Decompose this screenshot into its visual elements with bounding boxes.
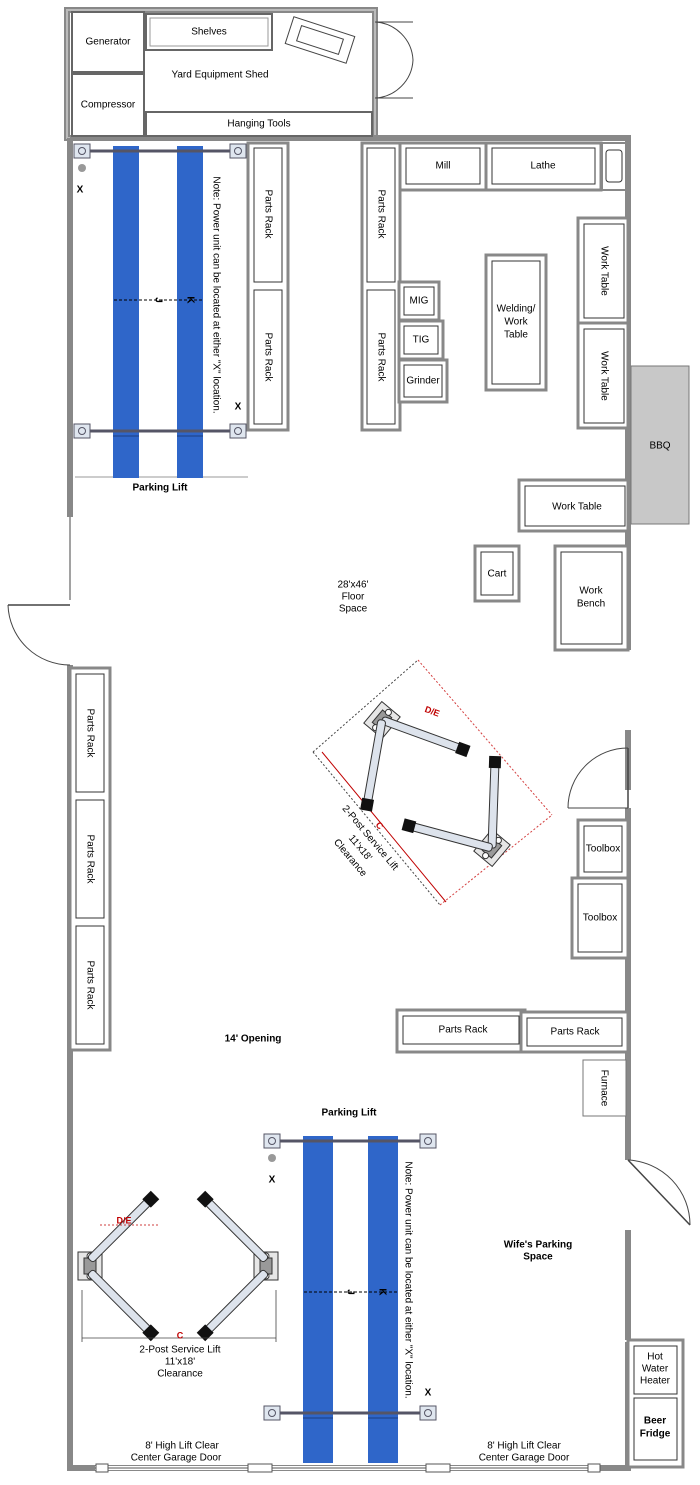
beer-fridge-l1: Beer <box>644 1416 666 1427</box>
garage-door-right-l2: Center Garage Door <box>479 1453 570 1464</box>
floor-space-l1: 28'x46' <box>337 580 368 591</box>
garage-door-left-l1: 8' High Lift Clear <box>145 1441 219 1452</box>
parking-lift-bottom-label: Parking Lift <box>321 1108 377 1119</box>
toolbox-2: Toolbox <box>583 913 617 924</box>
parts-racks-top-left: Parts Rack Parts Rack <box>246 141 290 432</box>
lathe-label: Lathe <box>530 161 555 172</box>
wifes-parking-l1: Wife's Parking <box>504 1240 572 1251</box>
work-table-1: Work Table <box>598 246 609 296</box>
opening-label: 14' Opening <box>225 1034 282 1045</box>
toolbox-1: Toolbox <box>586 844 620 855</box>
work-table-3: Work Table <box>552 502 602 513</box>
shed-door <box>374 21 414 99</box>
door-right-low <box>627 1159 691 1226</box>
service-lift-b-l3: Clearance <box>157 1369 203 1380</box>
grinder-label: Grinder <box>406 376 440 387</box>
compressor-label: Compressor <box>81 100 136 111</box>
bbq-label: BBQ <box>649 441 670 452</box>
parts-rack-tl-2: Parts Rack <box>262 333 273 383</box>
equipment-trailer <box>284 16 356 64</box>
parking-lift-top: J K Note: Power unit can be located at e… <box>73 143 248 494</box>
lift-note-top: Note: Power unit can be located at eithe… <box>210 176 221 413</box>
work-table-2: Work Table <box>598 351 609 401</box>
welding-table-l3: Table <box>504 330 528 341</box>
service-lift-b-l2: 11'x18' <box>165 1357 195 1368</box>
mill-label: Mill <box>436 161 451 172</box>
dim-c-bottom: C <box>177 1330 184 1340</box>
service-lift-b-l1: 2-Post Service Lift <box>139 1345 220 1356</box>
parts-rack-low-2: Parts Rack <box>551 1027 601 1038</box>
generator-label: Generator <box>85 37 131 48</box>
mig-label: MIG <box>410 296 429 307</box>
welding-table-l1: Welding/ <box>497 304 536 315</box>
parts-rack-lm-2: Parts Rack <box>84 835 95 885</box>
furnace-label: Furnace <box>598 1070 609 1107</box>
parts-racks-left-mid: Parts Rack Parts Rack Parts Rack <box>68 666 112 1052</box>
shelves-label: Shelves <box>191 27 227 38</box>
dim-j-top: J <box>152 297 163 303</box>
garage-door-left-l2: Center Garage Door <box>131 1453 222 1464</box>
parts-rack-c-2: Parts Rack <box>375 333 386 383</box>
work-bench-l1: Work <box>579 586 603 597</box>
parts-rack-tl-1: Parts Rack <box>262 190 273 240</box>
beer-fridge-l2: Fridge <box>640 1429 671 1440</box>
parts-rack-lm-1: Parts Rack <box>84 709 95 759</box>
x-mark-top-1: X <box>77 185 84 196</box>
garage-door-right-l1: 8' High Lift Clear <box>487 1441 561 1452</box>
hot-water-l1: Hot <box>647 1352 663 1363</box>
hanging-tools-label: Hanging Tools <box>227 119 290 130</box>
tig-label: TIG <box>413 335 430 346</box>
door-left <box>7 517 71 666</box>
service-lift-bottom: D/E C 2-Post Service Lift 11'x18' Cleara… <box>77 1190 279 1380</box>
x-mark-bottom-2: X <box>425 1388 432 1399</box>
parts-rack-c-1: Parts Rack <box>375 190 386 240</box>
center-bench-area: Parts Rack Parts Rack MIG TIG Grinder Mi… <box>360 141 627 432</box>
garage-doors: 8' High Lift Clear Center Garage Door 8'… <box>70 1441 628 1473</box>
floor-space-l3: Space <box>339 604 368 615</box>
dim-de-rot: D/E <box>423 704 441 719</box>
dim-k-top: K <box>184 296 195 304</box>
parking-lift-top-label: Parking Lift <box>132 483 188 494</box>
floor-labels: 28'x46' Floor Space 14' Opening Wife's P… <box>67 580 572 1263</box>
shed-title: Yard Equipment Shed <box>171 70 268 81</box>
hot-water-l3: Heater <box>640 1376 671 1387</box>
shed: Generator Compressor Shelves Yard Equipm… <box>71 11 373 137</box>
door-right-mid <box>567 747 629 809</box>
wifes-parking-l2: Space <box>523 1252 553 1263</box>
lift-note-bottom: Note: Power unit can be located at eithe… <box>402 1161 413 1398</box>
floor-space-l2: Floor <box>342 592 365 603</box>
dim-k-bottom: K <box>376 1288 387 1296</box>
right-wall-area: Work Table Work Table BBQ Work Table Car… <box>395 216 690 1469</box>
x-mark-bottom-1: X <box>269 1175 276 1186</box>
dim-c-rot: C <box>374 820 386 832</box>
hot-water-l2: Water <box>642 1364 669 1375</box>
parts-rack-lm-3: Parts Rack <box>84 961 95 1011</box>
dim-j-bottom: J <box>344 1289 355 1295</box>
parts-rack-low-1: Parts Rack <box>439 1025 489 1036</box>
service-lift-rotated: D/E C 2-Post Service Lift 11'x18' Cleara… <box>312 659 553 906</box>
dim-de-bottom: D/E <box>116 1215 131 1225</box>
parking-lift-bottom: Parking Lift J K Note: Power unit can be… <box>263 1108 437 1463</box>
work-bench-l2: Bench <box>577 599 605 610</box>
cart-label: Cart <box>488 569 507 580</box>
welding-table-l2: Work <box>504 317 528 328</box>
x-mark-top-2: X <box>235 402 242 413</box>
